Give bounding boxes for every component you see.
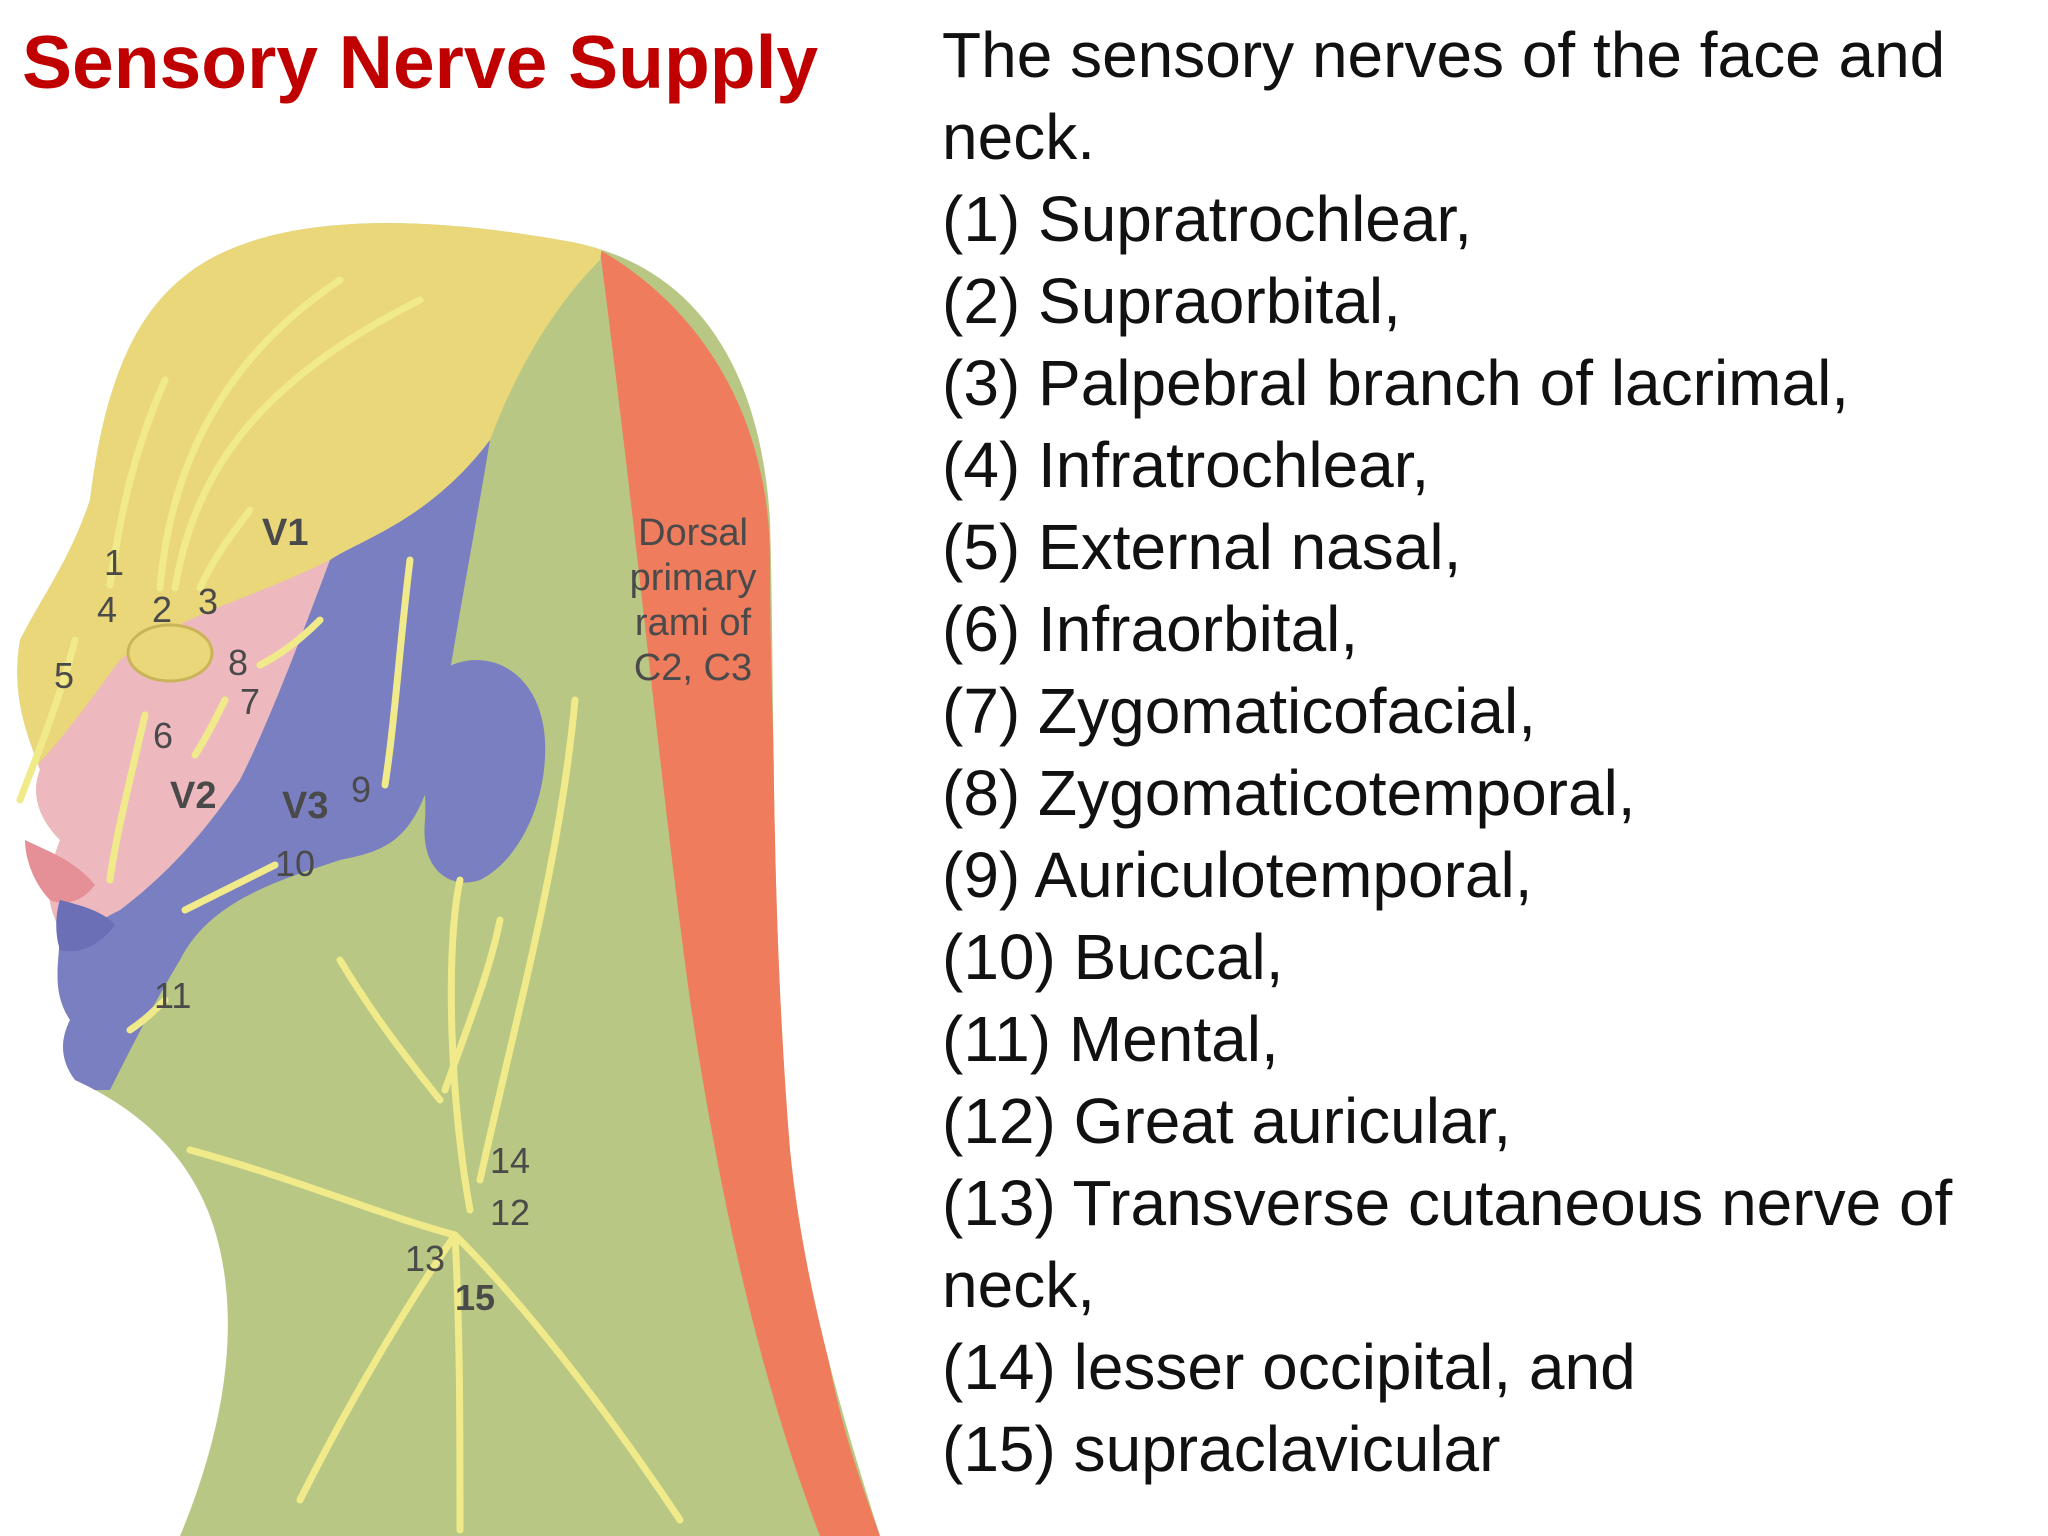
nerve-9-auriculotemporal (381, 556, 414, 789)
caption-item-6: (6) Infraorbital, (942, 593, 1359, 665)
nerve-1-supratrochlear (106, 376, 169, 589)
dorsal-label-line-2: primary (630, 557, 757, 599)
number-9: 9 (351, 769, 371, 810)
number-8: 8 (228, 642, 248, 683)
nerve-15-supraclavicular-c (451, 1231, 684, 1524)
number-3: 3 (198, 581, 218, 622)
number-5: 5 (54, 655, 74, 696)
number-13: 13 (405, 1238, 445, 1279)
nerve-branches (16, 276, 684, 1534)
number-10: 10 (275, 843, 315, 884)
caption-item-14: (14) lesser occipital, and (942, 1331, 1636, 1403)
region-v3 (17, 440, 490, 1090)
caption-item-13: (13) Transverse cutaneous nerve of neck, (942, 1167, 1953, 1321)
caption-item-7: (7) Zygomaticofacial, (942, 675, 1536, 747)
caption-intro: The sensory nerves of the face and neck. (942, 19, 1946, 173)
eye (126, 623, 214, 683)
nerve-neck-branch-a (336, 956, 444, 1104)
nerve-11-mental (126, 996, 169, 1034)
label-v2: V2 (170, 775, 216, 817)
caption: The sensory nerves of the face and neck.… (942, 14, 2042, 1490)
nerve-12-great-auricular (447, 876, 474, 1214)
ear (420, 660, 546, 883)
lips (56, 900, 115, 952)
nerve-2-supraorbital-branch (171, 296, 424, 592)
caption-item-15: (15) supraclavicular (942, 1413, 1501, 1485)
number-4: 4 (97, 589, 117, 630)
nerve-3-lacrimal (196, 506, 254, 592)
dorsal-label-line-3: rami of (635, 602, 752, 644)
number-14: 14 (490, 1140, 530, 1181)
dorsal-rami-label: Dorsal primary rami of C2, C3 (630, 512, 757, 689)
number-1: 1 (104, 542, 124, 583)
nerve-7-zygomaticofacial (191, 696, 229, 759)
nerve-14-lesser-occipital (476, 696, 579, 1184)
nerve-15-supraclavicular-b (451, 1231, 464, 1534)
number-7: 7 (240, 681, 260, 722)
nerve-neck-branch-b (441, 916, 504, 1094)
caption-item-1: (1) Supratrochlear, (942, 183, 1473, 255)
head-diagram-svg: V1 V2 V3 Dorsal primary rami of C2, C3 1… (16, 223, 880, 1536)
dorsal-label-line-4: C2, C3 (634, 647, 752, 689)
region-v1 (17, 223, 640, 800)
caption-item-4: (4) Infratrochlear, (942, 429, 1430, 501)
nerve-15-supraclavicular-a (296, 1231, 459, 1504)
number-labels: 1 2 3 4 5 6 7 8 9 10 11 12 13 14 15 (54, 542, 530, 1318)
caption-item-3: (3) Palpebral branch of lacrimal, (942, 347, 1850, 419)
caption-item-12: (12) Great auricular, (942, 1085, 1512, 1157)
caption-item-10: (10) Buccal, (942, 921, 1284, 993)
number-2: 2 (152, 589, 172, 630)
dorsal-label-line-1: Dorsal (638, 512, 748, 554)
nerve-5-external-nasal (16, 636, 79, 804)
nerve-6-infraorbital (106, 711, 149, 884)
number-12: 12 (490, 1192, 530, 1233)
nerve-2-supraorbital (156, 276, 344, 592)
number-6: 6 (153, 715, 173, 756)
label-v1: V1 (262, 512, 308, 554)
label-v3: V3 (282, 785, 328, 827)
number-11: 11 (154, 975, 191, 1016)
caption-item-11: (11) Mental, (942, 1003, 1279, 1075)
caption-item-2: (2) Supraorbital, (942, 265, 1401, 337)
head-diagram: V1 V2 V3 Dorsal primary rami of C2, C3 1… (0, 0, 900, 1536)
page-title: Sensory Nerve Supply (22, 20, 819, 104)
nerve-8-zygomaticotemporal (256, 616, 324, 669)
number-15: 15 (455, 1277, 495, 1318)
nerve-13-transverse-cervical (186, 1146, 459, 1239)
nerve-10-buccal (181, 861, 279, 914)
nose (25, 840, 95, 903)
caption-item-5: (5) External nasal, (942, 511, 1462, 583)
caption-item-8: (8) Zygomaticotemporal, (942, 757, 1636, 829)
caption-item-9: (9) Auriculotemporal, (942, 839, 1533, 911)
region-dorsal-rami (600, 250, 880, 1536)
